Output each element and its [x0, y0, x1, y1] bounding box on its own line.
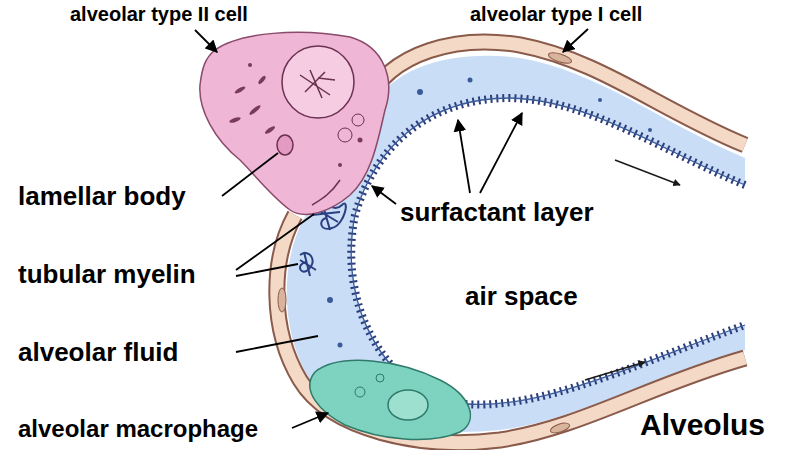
alveolar-wall	[277, 42, 745, 442]
surfactant-layer	[351, 98, 745, 405]
cell-label: alveolar macrophage	[18, 416, 258, 442]
part-label: alveolar fluid	[18, 338, 178, 367]
region-label: air space	[465, 282, 578, 311]
macrophage	[310, 360, 471, 439]
lamellar-body-shape	[277, 135, 293, 155]
part-label: tubular myelin	[18, 260, 196, 289]
air-flow-arrow	[585, 160, 680, 380]
part-label: surfactant layer	[400, 198, 594, 227]
cell-label: alveolar type I cell	[470, 3, 642, 25]
type-ii-cell	[200, 32, 389, 214]
cell-label: alveolar type II cell	[70, 3, 248, 25]
leader-line	[195, 29, 588, 428]
part-label: lamellar body	[18, 182, 186, 211]
diagram-title: Alveolus	[640, 408, 765, 441]
